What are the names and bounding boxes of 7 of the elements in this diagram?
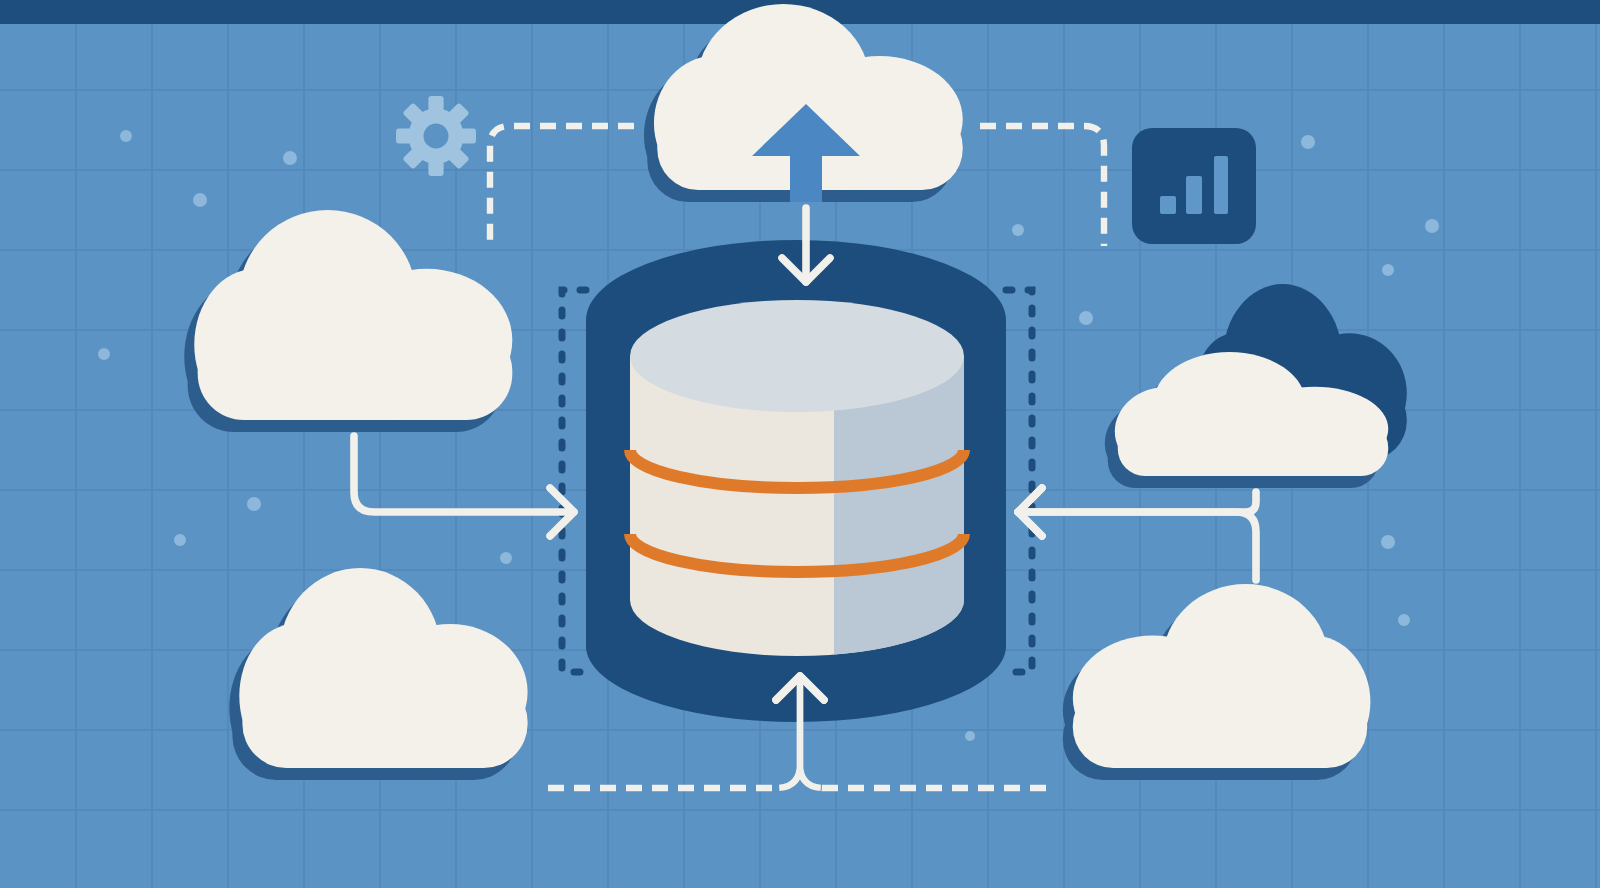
arrow [350,432,578,540]
arrow [778,204,834,286]
dashed-arrow [772,672,1046,792]
database-cylinder [586,236,1006,724]
dashed-line [980,122,1108,246]
dashed-line [486,122,634,246]
arrow [1014,484,1260,584]
